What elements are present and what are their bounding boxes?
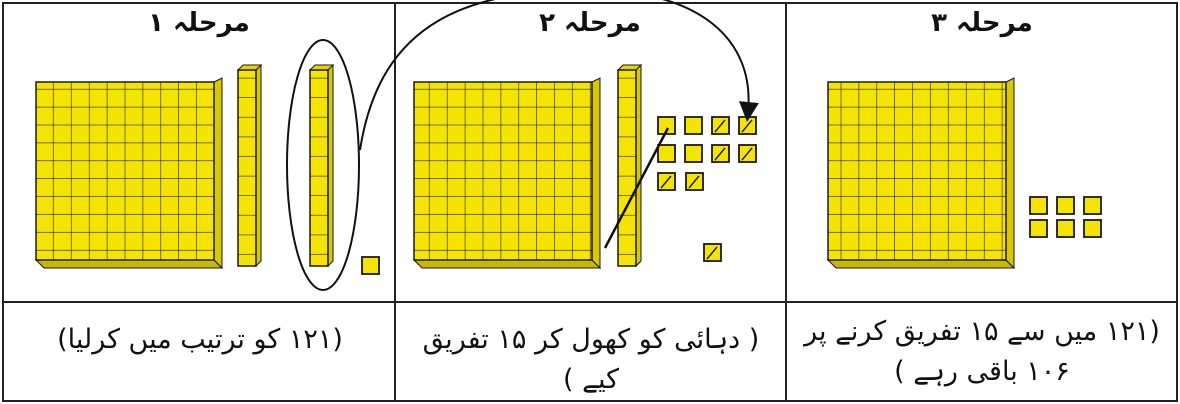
caption-stage-1: (۱۲۱ کو ترتیب میں کرلیا) <box>57 324 343 355</box>
one-cube-strike <box>660 175 672 189</box>
one-cube <box>1056 219 1075 238</box>
one-cube-strike <box>741 147 753 161</box>
one-cube <box>684 116 703 135</box>
strike-line <box>603 127 670 249</box>
one-cube-strike <box>688 175 700 189</box>
one-cube-strike <box>706 246 718 260</box>
hundred-block-side <box>591 77 601 270</box>
one-cube-strike <box>714 147 726 161</box>
one-cube <box>361 256 380 275</box>
ten-rod <box>617 69 637 267</box>
highlight-ellipse <box>286 39 360 291</box>
hundred-block-bottom <box>826 259 1016 269</box>
hundred-block-bottom <box>412 259 602 269</box>
ten-rod <box>309 69 329 267</box>
panel-title-stage-1: مرحلہ ۱ <box>148 8 250 38</box>
one-cube <box>684 144 703 163</box>
hundred-block-side <box>1005 77 1015 270</box>
hundred-block <box>35 81 215 261</box>
panel-title-stage-3: مرحلہ ۳ <box>931 8 1033 38</box>
caption-stage-2: ( دہائی کو کھول کر ۱۵ تفریق کیے ) <box>422 324 760 395</box>
hundred-block <box>827 81 1007 261</box>
one-cube <box>1083 196 1102 215</box>
regroup-arrow <box>359 0 759 151</box>
hundred-block <box>413 81 593 261</box>
one-cube <box>1029 219 1048 238</box>
one-cube <box>1056 196 1075 215</box>
hundred-block-side <box>213 77 223 270</box>
one-cube-strike <box>741 119 753 133</box>
one-cube <box>657 144 676 163</box>
base-ten-blocks <box>34 63 1102 275</box>
caption-stage-3: (۱۲۱ میں سے ۱۵ تفریق کرنے پر ۱۰۶ باقی رہ… <box>804 316 1160 387</box>
one-cube <box>1029 196 1048 215</box>
one-cube <box>657 116 676 135</box>
ten-rod <box>237 69 257 267</box>
one-cube <box>1083 219 1102 238</box>
one-cube-strike <box>714 119 726 133</box>
hundred-block-bottom <box>34 259 224 269</box>
panel-title-stage-2: مرحلہ ۲ <box>539 8 641 38</box>
